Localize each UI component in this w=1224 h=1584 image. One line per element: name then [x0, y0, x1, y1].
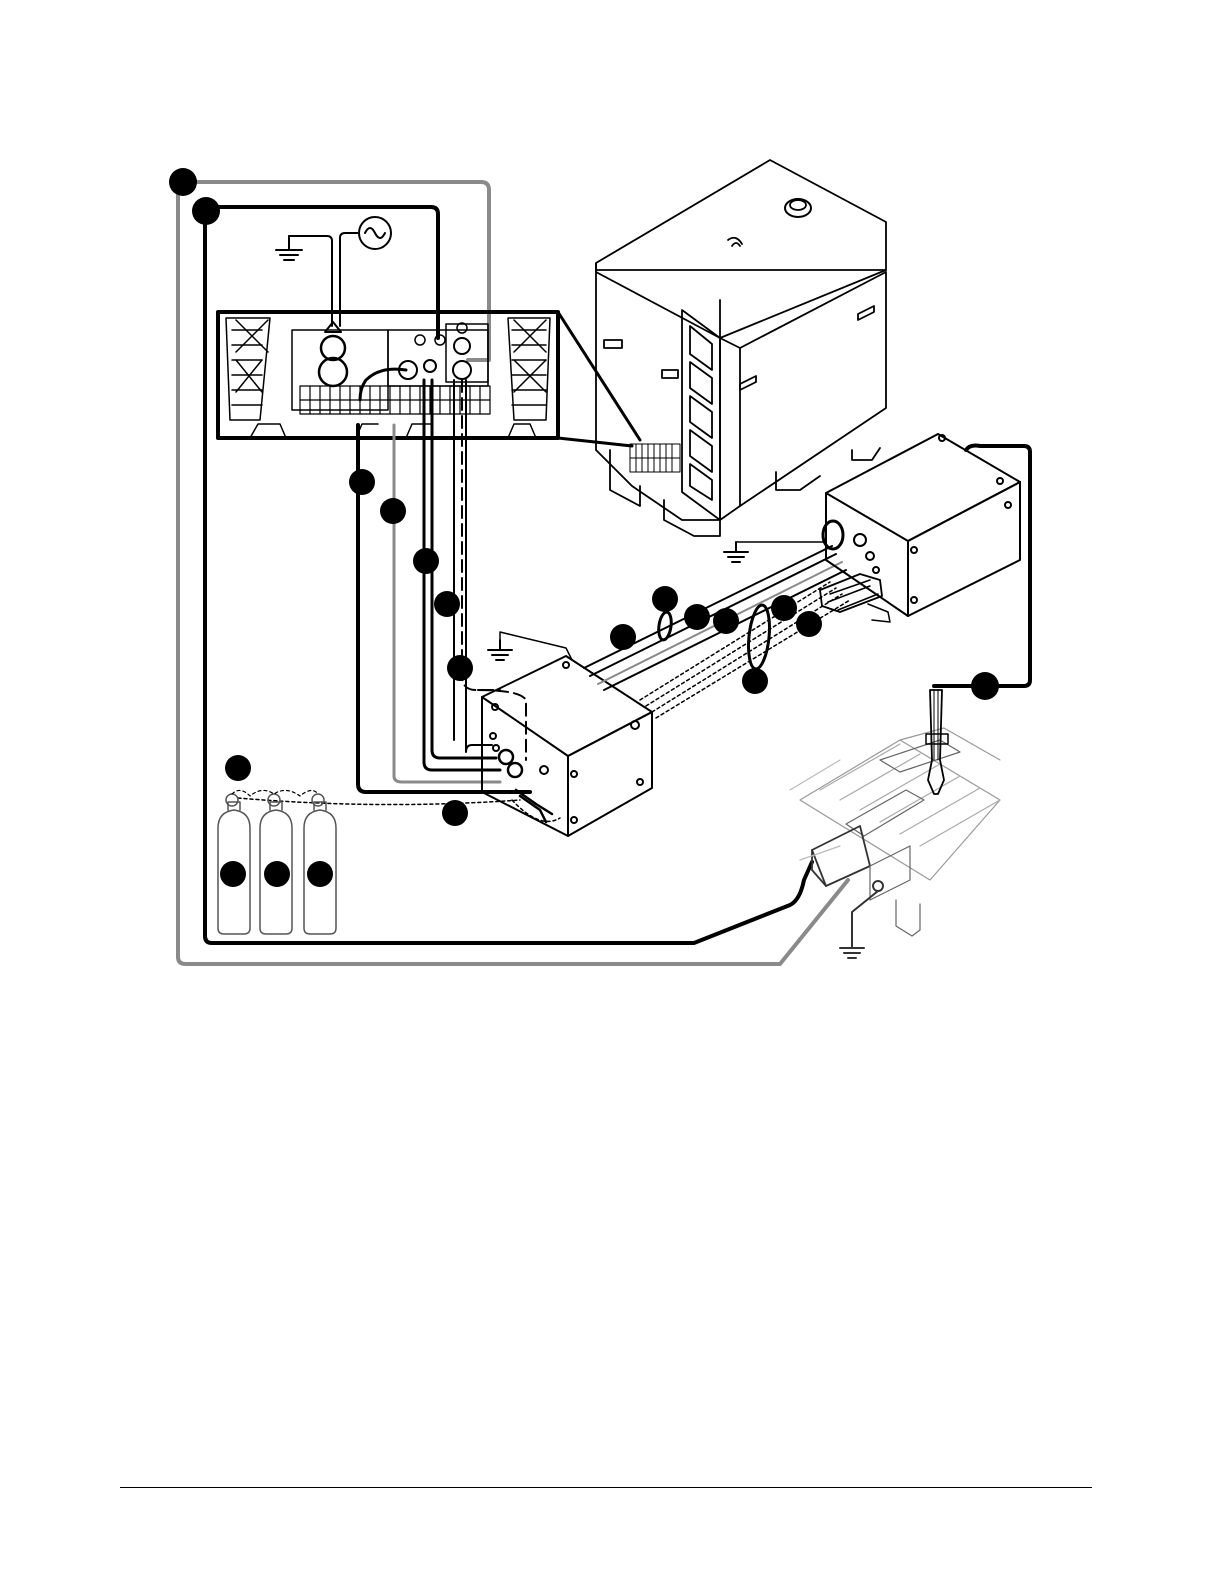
connection-panel-inset: [218, 312, 640, 446]
callout-marker: [169, 168, 197, 196]
callout-marker: [442, 800, 468, 826]
callout-marker: [796, 611, 822, 637]
plasma-power-supply: [596, 160, 886, 536]
callout-marker: [742, 668, 768, 694]
gas-console: [482, 632, 652, 836]
callout-marker: [307, 861, 333, 887]
cutting-table: [790, 728, 1000, 958]
callout-marker: [971, 672, 999, 700]
callout-marker: [447, 655, 473, 681]
callout-marker: [652, 586, 678, 612]
gray-lead-outer-return: [178, 182, 848, 964]
callout-marker: [349, 469, 375, 495]
callout-marker: [413, 548, 439, 574]
callout-marker: [713, 608, 739, 634]
callout-marker: [264, 861, 290, 887]
plasma-torch: [926, 690, 948, 794]
ac-source-icon: [340, 217, 391, 326]
callout-marker: [380, 498, 406, 524]
cylinder-manifold-line: [232, 790, 318, 796]
callout-marker: [434, 591, 460, 617]
callout-marker: [684, 604, 710, 630]
footer-rule: [120, 1487, 1092, 1488]
callout-marker: [225, 755, 251, 781]
callout-marker: [771, 595, 797, 621]
callout-marker: [610, 624, 636, 650]
callout-marker: [220, 861, 246, 887]
cable-bundle-vertical: [358, 369, 530, 792]
callout-marker: [192, 197, 220, 225]
